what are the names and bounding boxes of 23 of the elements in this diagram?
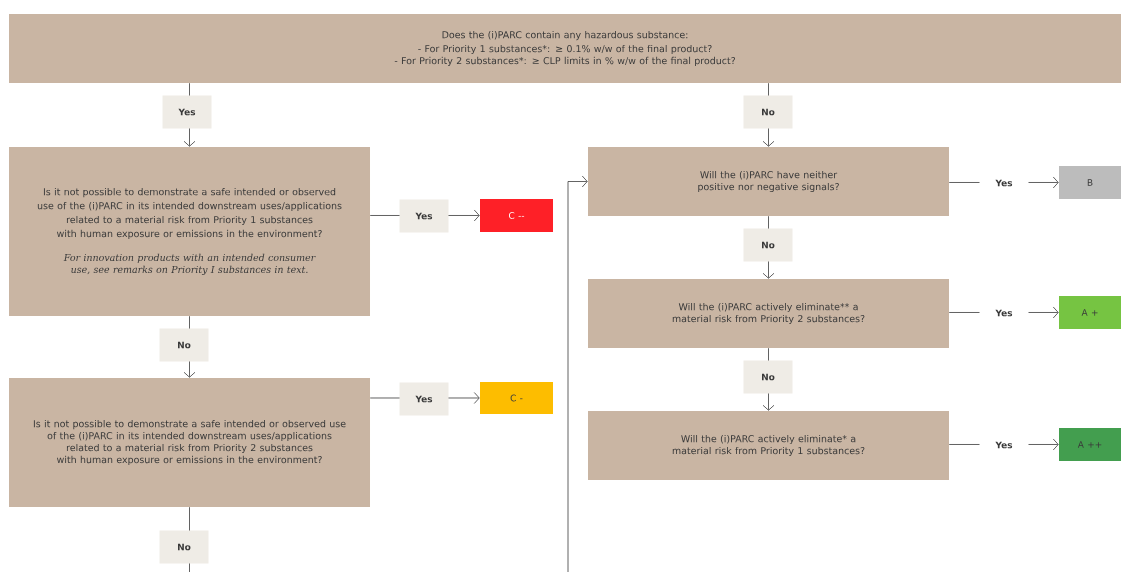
- arrow: [567, 175, 588, 572]
- edge-label: Yes: [979, 428, 1029, 462]
- edge-label: No: [159, 328, 209, 362]
- grade-box: C --: [480, 199, 553, 232]
- edge-label: Yes: [979, 166, 1029, 200]
- edge-label: Yes: [399, 199, 449, 233]
- edge-label: Yes: [399, 382, 449, 416]
- edge-label: No: [743, 360, 793, 394]
- edge-label: No: [743, 228, 793, 262]
- question-box: Is it not possible to demonstrate a safe intended or observed use of the (i)PARC in its intended downstream uses/applications related to a material risk from Priority 1 substances with human exposure or emissions in the environment? For innovation products with an intended consumer use, see remarks on Priority I substances in text.: [9, 147, 370, 316]
- question-box: Is it not possible to demonstrate a safe intended or observed use of the (i)PARC in its intended downstream uses/applications related to a material risk from Priority 2 substances with human exposure or emissions in the environment?: [9, 378, 370, 507]
- grade-box: C -: [480, 382, 553, 414]
- question-box: Does the (i)PARC contain any hazardous substance: - For Priority 1 substances*: ≥ 0.1% w/w of the final product? - For Priority 2 substances*: ≥ CLP limits in % w/w of the final product?: [9, 14, 1121, 83]
- edge-label: Yes: [162, 95, 212, 129]
- edge-label: Yes: [979, 296, 1029, 330]
- grade-box: A +: [1059, 296, 1121, 329]
- grade-box: A ++: [1059, 428, 1121, 461]
- edge-label: No: [743, 95, 793, 129]
- question-box: Will the (i)PARC actively eliminate** a material risk from Priority 2 substances?: [588, 279, 949, 348]
- question-box: Will the (i)PARC have neither positive nor negative signals?: [588, 147, 949, 216]
- question-box: Will the (i)PARC actively eliminate* a material risk from Priority 1 substances?: [588, 411, 949, 480]
- edge-label: No: [159, 530, 209, 564]
- grade-box: B: [1059, 166, 1121, 199]
